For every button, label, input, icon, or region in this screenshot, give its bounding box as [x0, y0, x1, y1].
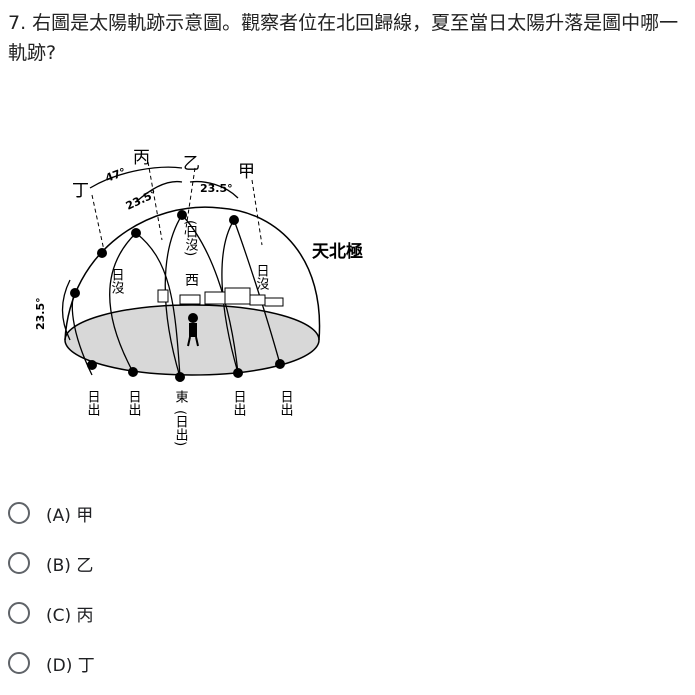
sunset-label-center: (日沒) — [183, 220, 199, 256]
sun-path-bing — [109, 232, 137, 373]
sun-icon — [131, 228, 141, 238]
angle-label-47: 47° — [104, 165, 128, 184]
sun-icon — [175, 372, 185, 382]
angle-arc-235-right — [189, 180, 239, 199]
observer-icon — [187, 313, 199, 347]
answer-options: (A) 甲 (B) 乙 (C) 丙 (D) 丁 — [8, 488, 408, 688]
buildings-icon — [157, 287, 284, 307]
option-c[interactable]: (C) 丙 — [8, 588, 408, 638]
label-jia: 甲 — [238, 162, 255, 182]
angle-label-235-side: 23.5° — [34, 297, 47, 330]
sun-icon-group — [70, 210, 285, 382]
option-a[interactable]: (A) 甲 — [8, 488, 408, 538]
celestial-dome — [64, 206, 321, 341]
radio-button[interactable] — [8, 602, 30, 624]
option-label: (D) 丁 — [46, 655, 95, 676]
sunrise-label-paren: (日出) — [173, 410, 188, 446]
sunrise-label-1: 日出 — [85, 390, 100, 416]
guide-line-bing — [147, 161, 163, 241]
sunrise-label-3: 日出 — [231, 390, 246, 416]
sun-path-diagram: 丁 丙 乙 甲 47° 23.5° 23.5° 23.5° 天北極 西 (日沒)… — [30, 140, 390, 470]
sunrise-label-2: 日出 — [126, 390, 141, 416]
radio-button[interactable] — [8, 552, 30, 574]
sun-path-bing-b — [135, 232, 181, 378]
sun-path-yi — [164, 214, 183, 378]
label-ding: 丁 — [72, 181, 89, 201]
option-label: (A) 甲 — [46, 505, 94, 526]
sun-icon — [97, 248, 107, 258]
celestial-pole-label: 天北極 — [312, 241, 363, 262]
sun-icon — [177, 210, 187, 220]
sun-icon — [229, 215, 239, 225]
sun-icon — [233, 368, 243, 378]
east-label: 東 — [173, 389, 189, 403]
guide-line-jia — [251, 179, 263, 246]
label-yi: 乙 — [183, 154, 200, 174]
angle-arc-47 — [89, 166, 183, 189]
label-bing: 丙 — [133, 148, 150, 168]
west-label: 西 — [185, 273, 199, 289]
guide-line-ding — [91, 194, 106, 256]
option-label: (B) 乙 — [46, 555, 94, 576]
sunset-label-right: 日沒 — [254, 264, 270, 290]
sun-path-yi-b — [181, 214, 239, 374]
radio-button[interactable] — [8, 502, 30, 524]
sunset-label-left: 日沒 — [109, 268, 125, 294]
option-b[interactable]: (B) 乙 — [8, 538, 408, 588]
sunrise-label-4: 日出 — [278, 390, 293, 416]
sun-icon — [128, 367, 138, 377]
question-text: 7. 右圖是太陽軌跡示意圖。觀察者位在北回歸線，夏至當日太陽升落是圖中哪一軌跡? — [8, 12, 679, 64]
sun-path-svg: 丁 丙 乙 甲 47° 23.5° 23.5° 23.5° 天北極 西 (日沒)… — [34, 148, 363, 446]
angle-arc-235-side — [61, 279, 71, 341]
option-d[interactable]: (D) 丁 — [8, 638, 408, 688]
sun-path-jia — [221, 219, 239, 374]
angle-label-235-left: 23.5° — [124, 187, 159, 213]
sun-icon — [87, 360, 97, 370]
angle-arc-235-left — [135, 180, 183, 203]
sun-path-jia-b — [233, 219, 281, 365]
sun-icon — [70, 288, 80, 298]
option-label: (C) 丙 — [46, 605, 94, 626]
angle-label-235-right: 23.5° — [200, 182, 233, 195]
sun-icon — [275, 359, 285, 369]
radio-button[interactable] — [8, 652, 30, 674]
guide-line-yi — [184, 167, 196, 236]
